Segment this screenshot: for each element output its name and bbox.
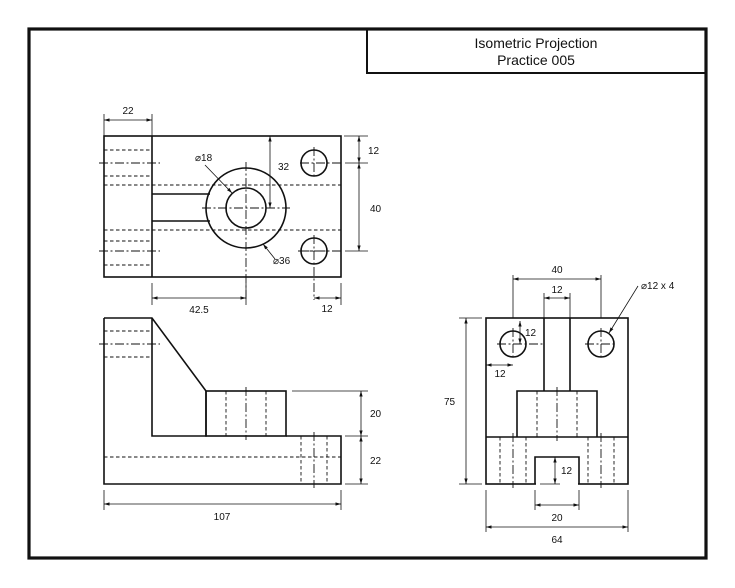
top-view: 22 ⌀18 32 ⌀36 12 40 42.5 12 xyxy=(99,106,382,316)
leader-line xyxy=(608,285,639,334)
side-view-boss xyxy=(516,390,598,437)
side-view: 40 12 ⌀12 x 4 12 12 75 12 20 64 xyxy=(444,265,675,546)
dim-label-22-base: 22 xyxy=(370,456,382,467)
dim-label-dia12x4: ⌀12 x 4 xyxy=(641,281,675,292)
front-view-boss xyxy=(205,390,287,437)
dim-label-22: 22 xyxy=(122,106,134,117)
title-line-2: Practice 005 xyxy=(497,52,575,68)
leader-line xyxy=(262,243,276,260)
leader-line xyxy=(204,164,233,194)
dim-label-dia36: ⌀36 xyxy=(273,256,291,267)
dim-label-42-5: 42.5 xyxy=(189,305,209,316)
dim-label-dia18: ⌀18 xyxy=(195,153,213,164)
top-view-outline xyxy=(103,135,342,278)
dim-label-12-hole-horiz: 12 xyxy=(494,369,506,380)
dim-label-12-slot: 12 xyxy=(551,285,563,296)
title-block: Isometric Projection Practice 005 xyxy=(366,28,707,74)
dim-label-75: 75 xyxy=(444,397,456,408)
dim-label-12: 12 xyxy=(368,146,380,157)
dim-label-20-notch: 20 xyxy=(551,513,563,524)
dim-label-40: 40 xyxy=(370,204,382,215)
title-block-frame xyxy=(366,28,707,74)
title-line-1: Isometric Projection xyxy=(475,35,598,51)
side-view-notch xyxy=(534,456,580,484)
front-view: 20 22 107 xyxy=(99,317,382,523)
dim-label-107: 107 xyxy=(214,512,231,523)
side-view-outline xyxy=(485,317,629,485)
dim-label-12-notch: 12 xyxy=(561,466,573,477)
dim-label-12-hole-vert: 12 xyxy=(525,328,537,339)
dim-label-12-bottom: 12 xyxy=(321,304,333,315)
front-view-upright xyxy=(104,317,207,437)
dim-label-32: 32 xyxy=(278,162,290,173)
front-view-base-outline xyxy=(103,318,342,485)
dim-label-40-side: 40 xyxy=(551,265,563,276)
dim-label-64: 64 xyxy=(551,535,563,546)
dim-label-20: 20 xyxy=(370,409,382,420)
